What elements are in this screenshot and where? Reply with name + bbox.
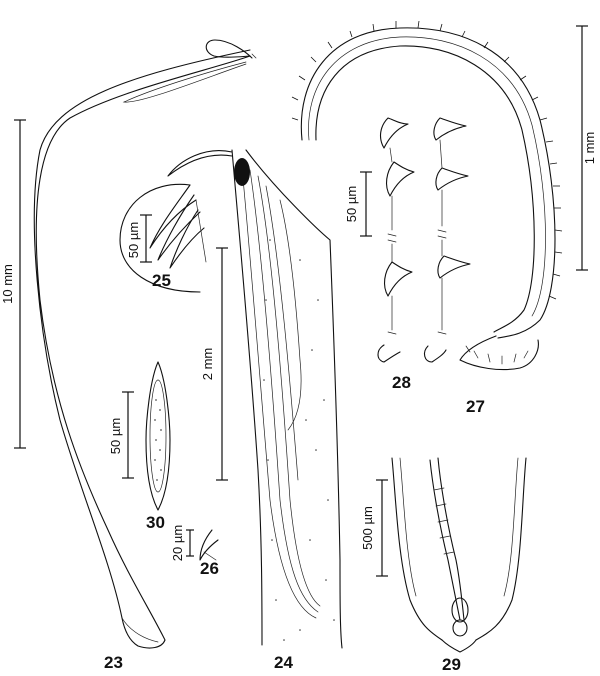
fig29-scale-bar xyxy=(376,479,388,577)
fig29-body-outline xyxy=(391,457,527,653)
fig26-scale-bar xyxy=(186,529,194,557)
fig24-surface-spines xyxy=(263,239,335,641)
fig29-spicule xyxy=(429,457,469,637)
fig26-scale-label: 20 µm xyxy=(170,525,185,561)
fig25-hooks xyxy=(149,184,207,269)
fig30-egg-outer xyxy=(145,361,171,511)
fig27-scale-bar xyxy=(576,25,588,271)
fig25-arc xyxy=(119,183,201,293)
fig23-scale-bar xyxy=(14,119,26,449)
fig25-scale-label: 50 µm xyxy=(126,222,141,258)
fig27-number: 27 xyxy=(466,397,485,416)
fig23-body-outline xyxy=(33,39,257,649)
figure-23: 10 mm 23 xyxy=(0,39,257,672)
fig30-egg-inner xyxy=(149,379,167,493)
fig24-scale-label: 2 mm xyxy=(200,348,215,381)
fig24-number: 24 xyxy=(274,653,293,672)
fig30-scale-label: 50 µm xyxy=(108,418,123,454)
fig28-left-column xyxy=(377,117,415,363)
fig28-number: 28 xyxy=(392,373,411,392)
fig30-scale-bar xyxy=(122,391,134,479)
fig29-number: 29 xyxy=(442,655,461,674)
figure-24: 2 mm 24 xyxy=(167,149,343,672)
fig26-hook xyxy=(199,529,219,561)
figure-25: 50 µm 25 xyxy=(119,183,207,293)
fig27-scale-label: 1 mm xyxy=(582,132,597,165)
fig27-spines xyxy=(291,20,563,300)
fig28-scale-label: 50 µm xyxy=(344,186,359,222)
fig28-scale-bar xyxy=(360,171,372,237)
fig23-scale-label: 10 mm xyxy=(0,264,15,304)
fig30-number: 30 xyxy=(146,513,165,532)
fig30-egg-granules xyxy=(154,399,162,481)
fig25-number: 25 xyxy=(152,271,171,290)
fig24-scale-bar xyxy=(216,247,228,481)
figure-30: 50 µm 30 xyxy=(108,361,171,532)
figure-26: 20 µm 26 xyxy=(170,525,219,578)
fig26-number: 26 xyxy=(200,559,219,578)
fig24-body-outline xyxy=(167,149,343,649)
fig29-scale-label: 500 µm xyxy=(360,506,375,550)
fig23-number: 23 xyxy=(104,653,123,672)
fig24-proboscis-bulb xyxy=(234,158,250,186)
figure-27: 1 mm 27 xyxy=(291,20,597,416)
fig25-scale-bar xyxy=(140,214,152,263)
fig28-right-column xyxy=(423,117,471,363)
figure-28: 50 µm 28 xyxy=(344,117,471,392)
fig27-body-outline xyxy=(300,27,556,339)
figure-29: 500 µm 29 xyxy=(360,457,527,674)
fig27-bursa xyxy=(459,335,539,371)
